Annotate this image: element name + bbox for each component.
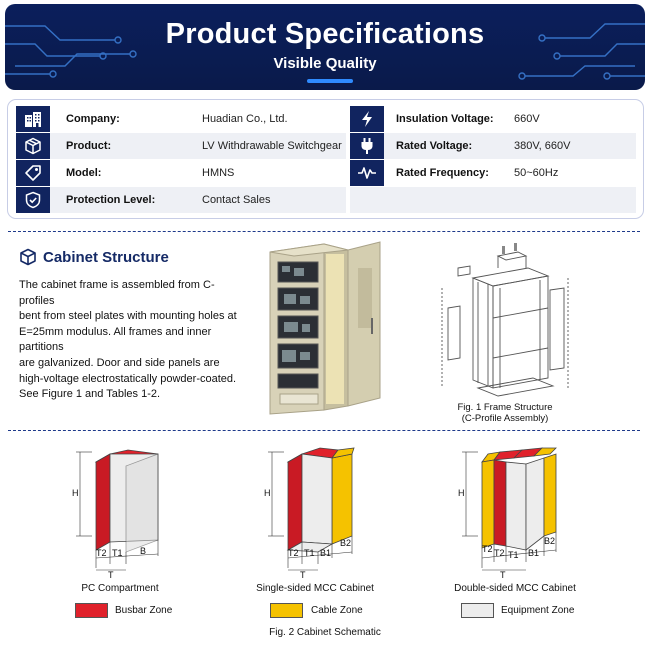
spec-value: 50~60Hz [514, 167, 559, 179]
text-line: See Figure 1 and Tables 1-2. [19, 388, 161, 401]
legend-label: Busbar Zone [115, 605, 173, 616]
building-icon [16, 106, 50, 132]
dim-label-T: T [300, 570, 306, 580]
plug-icon [350, 133, 384, 159]
dim-label-B2: B2 [340, 538, 351, 548]
spec-card: Company: Huadian Co., Ltd. Product: LV W… [7, 99, 644, 219]
section-divider [8, 231, 640, 232]
dim-label-H: H [264, 488, 271, 498]
spec-label: Protection Level: [66, 194, 156, 206]
dim-label-B: B [140, 546, 146, 556]
spec-value: 660V [514, 113, 540, 125]
fig1-caption-line: (C-Profile Assembly) [461, 413, 549, 424]
tag-icon [16, 160, 50, 186]
cube-icon [16, 133, 50, 159]
cabinet-caption: Single-sided MCC Cabinet [256, 583, 374, 594]
text-line: are galvanized. Door and side panels are [19, 356, 220, 369]
dim-label-B2: B2 [544, 536, 555, 546]
page-title: Product Specifications [165, 18, 485, 50]
dim-label-H: H [458, 488, 465, 498]
spec-row-frequency: Rated Frequency: 50~60Hz [350, 160, 636, 186]
title-underline [307, 79, 353, 83]
circuit-decoration [5, 23, 645, 80]
text-line: high-voltage electrostatically powder-co… [19, 372, 237, 385]
cabinet-caption: PC Compartment [81, 583, 159, 594]
legend-swatch-equipment [461, 603, 494, 618]
legend-swatch-cable [270, 603, 303, 618]
spec-row-rated-voltage: Rated Voltage: 380V, 660V [350, 133, 636, 159]
text-line: The cabinet frame is assembled from C-pr… [19, 279, 215, 307]
dim-label-T2: T2 [494, 548, 505, 558]
cabinet-structure-title: Cabinet Structure [43, 248, 169, 266]
lightning-icon [350, 106, 384, 132]
spec-value: HMNS [202, 167, 235, 179]
spec-label: Rated Voltage: [396, 140, 473, 152]
single-sided-mcc-diagram: H T2 T1 B1 B2 T [264, 447, 355, 580]
section-divider [8, 430, 640, 431]
dim-label-T1: T1 [112, 548, 123, 558]
dim-label-T2: T2 [96, 548, 107, 558]
cabinet-structure-text: The cabinet frame is assembled from C-pr… [19, 278, 249, 403]
cabinet-caption: Double-sided MCC Cabinet [454, 583, 576, 594]
cabinet-structure-heading: Cabinet Structure [19, 248, 169, 266]
dim-label-H: H [72, 488, 79, 498]
legend-swatch-busbar [75, 603, 108, 618]
spec-label: Rated Frequency: [396, 167, 489, 179]
spec-row-empty [350, 187, 636, 213]
dim-label-T: T [108, 570, 114, 580]
switchgear-photo [269, 241, 381, 415]
dim-label-T1: T1 [508, 550, 519, 560]
spec-label: Model: [66, 167, 102, 179]
dim-label-T: T [500, 570, 506, 580]
fig1-caption-line: Fig. 1 Frame Structure [457, 402, 553, 413]
spec-value: 380V, 660V [514, 140, 571, 152]
spec-label: Product: [66, 140, 112, 152]
cube-icon [20, 248, 36, 266]
fig1-caption: Fig. 1 Frame Structure (C-Profile Assemb… [440, 402, 570, 424]
legend-label: Equipment Zone [501, 605, 575, 616]
spec-label: Company: [66, 113, 120, 125]
spec-value: Contact Sales [202, 194, 271, 206]
text-line: bent from steel plates with mounting hol… [19, 310, 237, 323]
spec-label: Insulation Voltage: [396, 113, 494, 125]
fig2-caption: Fig. 2 Cabinet Schematic [269, 627, 381, 638]
waveform-icon [350, 160, 384, 186]
pc-compartment-diagram: H T2 T1 B T [72, 449, 159, 580]
text-line: E=25mm modulus. All frames and inner par… [19, 325, 212, 354]
spec-row-insulation: Insulation Voltage: 660V [350, 106, 636, 132]
dim-label-T1: T1 [304, 548, 315, 558]
page-subtitle: Visible Quality [273, 55, 377, 72]
dim-label-B1: B1 [320, 548, 331, 558]
legend-label: Cable Zone [311, 605, 363, 616]
frame-structure-drawing [441, 243, 569, 397]
dim-label-T2: T2 [482, 544, 493, 554]
spec-value: LV Withdrawable Switchgear [202, 140, 342, 152]
dim-label-B1: B1 [528, 548, 539, 558]
spec-row-company: Company: Huadian Co., Ltd. [16, 106, 346, 132]
header-banner: Product Specifications Visible Quality [5, 4, 645, 90]
spec-row-protection: Protection Level: Contact Sales [16, 187, 346, 213]
shield-check-icon [16, 187, 50, 213]
dim-label-T2: T2 [288, 548, 299, 558]
spec-value: Huadian Co., Ltd. [202, 113, 288, 125]
double-sided-mcc-diagram: H T2 T2 T1 B1 B2 T [458, 447, 557, 580]
spec-row-product: Product: LV Withdrawable Switchgear [16, 133, 346, 159]
spec-row-model: Model: HMNS [16, 160, 346, 186]
